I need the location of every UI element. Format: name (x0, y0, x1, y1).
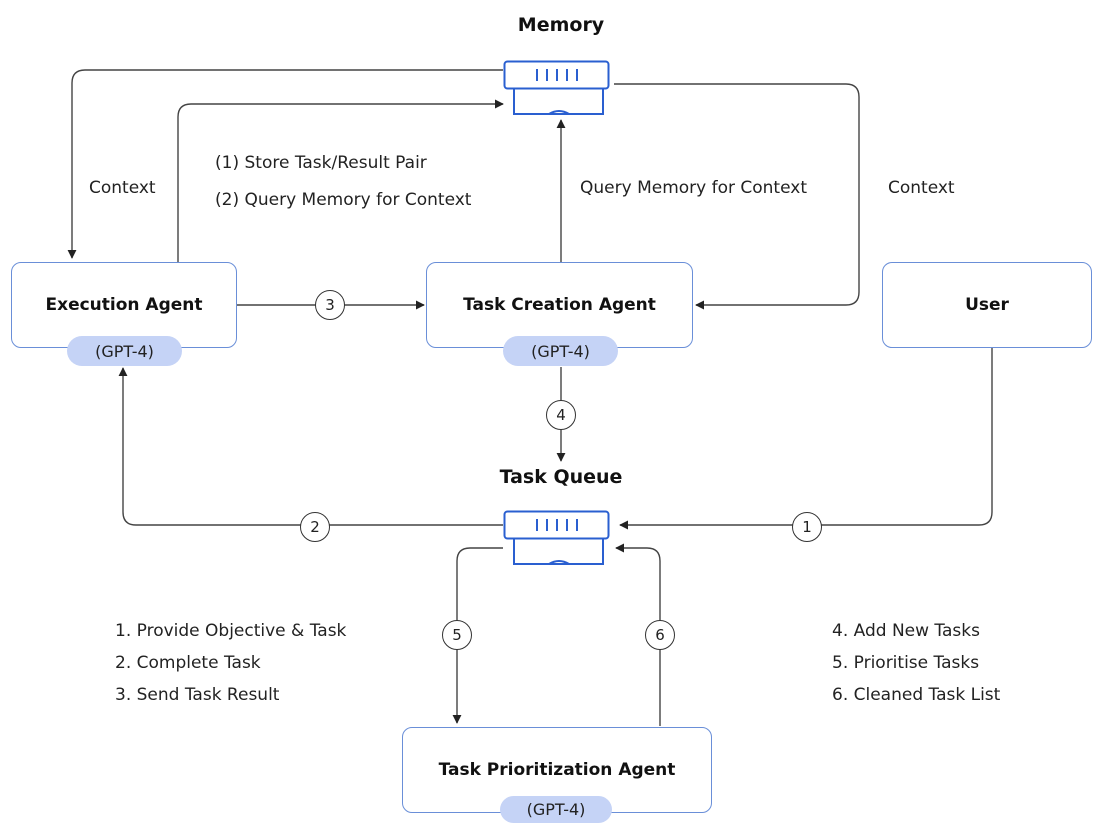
legend-right-item: 6. Cleaned Task List (832, 685, 1001, 705)
memory-title: Memory (517, 14, 605, 36)
edge-memory-to-creation (614, 83, 860, 310)
task-creation-agent-model-pill: (GPT-4) (503, 336, 618, 366)
edge-prioritization-to-queue (615, 543, 661, 726)
task-creation-agent-box[interactable]: Task Creation Agent (426, 262, 693, 348)
edge-queue-to-prioritization (452, 547, 503, 724)
edge-memory-to-execution (67, 69, 503, 259)
store-pair-label: (1) Store Task/Result Pair (215, 153, 427, 173)
edge-execution-to-memory (177, 99, 504, 262)
legend-right-item: 4. Add New Tasks (832, 621, 980, 641)
step-4-badge: 4 (546, 400, 576, 430)
context-left-label: Context (89, 178, 156, 198)
context-right-label: Context (888, 178, 955, 198)
task-queue-title: Task Queue (499, 466, 623, 488)
step-5-badge: 5 (442, 620, 472, 650)
legend-right-item: 5. Prioritise Tasks (832, 653, 980, 673)
task-prioritization-agent-label: Task Prioritization Agent (438, 760, 676, 780)
query-memory-creation-label: Query Memory for Context (580, 178, 807, 198)
edge-queue-to-execution (118, 367, 503, 526)
memory-store-icon (503, 60, 610, 115)
step-6-badge: 6 (645, 620, 675, 650)
step-3-badge: 3 (315, 290, 345, 320)
user-label: User (965, 295, 1009, 315)
execution-agent-label: Execution Agent (45, 295, 203, 315)
query-memory-label: (2) Query Memory for Context (215, 190, 472, 210)
task-prioritization-agent-model-pill: (GPT-4) (500, 796, 612, 823)
legend-left-item: 3. Send Task Result (115, 685, 280, 705)
step-2-badge: 2 (300, 512, 330, 542)
queue-store-icon (503, 510, 610, 565)
legend-left-item: 2. Complete Task (115, 653, 261, 673)
edge-user-to-queue (619, 347, 993, 530)
task-creation-agent-label: Task Creation Agent (463, 295, 656, 315)
user-box[interactable]: User (882, 262, 1092, 348)
execution-agent-model-pill: (GPT-4) (67, 336, 182, 366)
step-1-badge: 1 (792, 512, 822, 542)
legend-left-item: 1. Provide Objective & Task (115, 621, 347, 641)
execution-agent-box[interactable]: Execution Agent (11, 262, 237, 348)
